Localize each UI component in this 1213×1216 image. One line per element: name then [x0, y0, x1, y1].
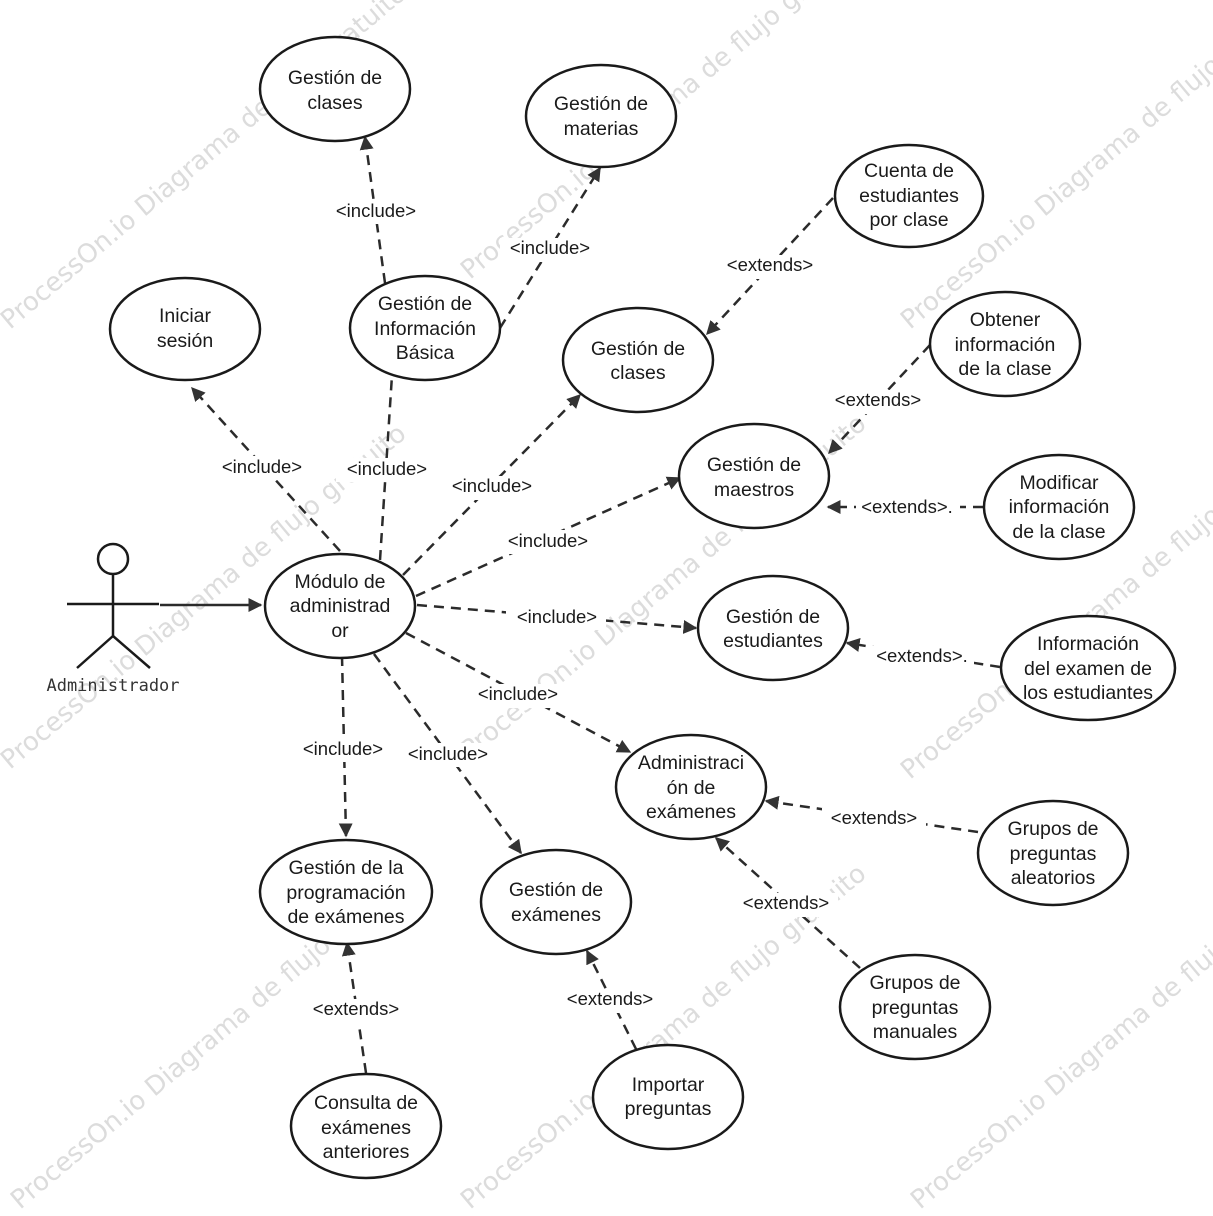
- use-case-line: Módulo de: [294, 571, 385, 593]
- use-case-gestion-informacion-basica[interactable]: Gestión de Información Básica: [348, 274, 502, 382]
- extends-label: <extends>.: [876, 645, 968, 666]
- actor-leg-left: [76, 635, 114, 669]
- use-case-gestion-materias[interactable]: Gestión de materias: [524, 63, 678, 169]
- include-label: <include>: [510, 237, 590, 258]
- extends-label: <extends>: [835, 389, 921, 410]
- use-case-line: Gestión de: [509, 879, 603, 901]
- use-case-iniciar-sesion[interactable]: Iniciar sesión: [108, 276, 262, 382]
- extends-line: [341, 941, 368, 1074]
- use-case-line: del examen de: [1024, 658, 1152, 680]
- use-case-line: Grupos de: [1007, 818, 1098, 840]
- use-case-gestion-maestros[interactable]: Gestión de maestros: [677, 422, 831, 530]
- use-case-line: clases: [610, 362, 666, 384]
- use-case-importar-preguntas[interactable]: Importar preguntas: [591, 1043, 745, 1151]
- use-case-modulo-administrador[interactable]: Módulo de administrad or: [263, 552, 417, 660]
- use-case-consulta-examenes[interactable]: Consulta de exámenes anteriores: [289, 1072, 443, 1180]
- use-case-programacion-examenes[interactable]: Gestión de la programación de exámenes: [258, 838, 434, 946]
- extends-label: <extends>: [567, 988, 653, 1009]
- use-case-line: Iniciar: [159, 305, 212, 327]
- include-label: <include>: [347, 458, 427, 479]
- use-case-line: clases: [307, 92, 363, 114]
- use-case-line: información: [955, 334, 1056, 356]
- use-case-grupos-manuales[interactable]: Grupos de preguntas manuales: [838, 953, 992, 1061]
- use-case-line: aleatorios: [1011, 867, 1096, 889]
- extends-label: <extends>: [313, 998, 399, 1019]
- use-case-line: manuales: [873, 1021, 958, 1043]
- use-case-line: Básica: [396, 342, 455, 364]
- use-case-gestion-estudiantes[interactable]: Gestión de estudiantes: [696, 574, 850, 682]
- relation-labels: <include> <include> <include> <include> …: [212, 200, 974, 1023]
- use-case-line: de exámenes: [287, 906, 404, 928]
- use-case-line: preguntas: [1010, 843, 1097, 865]
- use-case-line: sesión: [157, 330, 213, 352]
- use-case-gestion-clases-mid[interactable]: Gestión de clases: [561, 306, 715, 414]
- use-case-line: exámenes: [321, 1117, 411, 1139]
- use-case-line: anteriores: [323, 1141, 410, 1163]
- use-case-line: de la clase: [958, 358, 1051, 380]
- use-case-line: ón de: [667, 777, 716, 799]
- use-case-line: Información: [374, 318, 476, 340]
- actor-leg-right: [112, 635, 151, 669]
- use-case-administracion-examenes[interactable]: Administraci ón de exámenes: [614, 733, 768, 841]
- use-case-line: Gestión de: [591, 338, 685, 360]
- use-case-line: programación: [286, 882, 405, 904]
- use-case-gestion-examenes[interactable]: Gestión de exámenes: [479, 848, 633, 956]
- use-case-gestion-clases-top[interactable]: Gestión de clases: [258, 35, 412, 143]
- extends-line: [714, 837, 861, 969]
- actor-administrador[interactable]: [67, 542, 159, 669]
- extends-label: <extends>: [727, 254, 813, 275]
- use-case-line: Cuenta de: [864, 160, 954, 182]
- use-case-line: Importar: [632, 1074, 705, 1096]
- use-case-line: Gestión de: [378, 293, 472, 315]
- include-label: <include>: [303, 738, 383, 759]
- use-case-line: Información: [1037, 633, 1139, 655]
- use-case-line: Gestión de: [288, 67, 382, 89]
- use-case-line: Gestión de: [554, 93, 648, 115]
- actor-label: Administrador: [46, 676, 179, 696]
- extends-label: <extends>.: [861, 496, 953, 517]
- use-case-cuenta-estudiantes[interactable]: Cuenta de estudiantes por clase: [833, 143, 985, 249]
- use-case-informacion-examen[interactable]: Información del examen de los estudiante…: [999, 614, 1177, 722]
- use-case-line: exámenes: [511, 904, 601, 926]
- include-label: <include>: [336, 200, 416, 221]
- include-label: <include>: [508, 530, 588, 551]
- include-label: <include>: [478, 683, 558, 704]
- use-case-line: por clase: [869, 209, 948, 231]
- use-case-line: estudiantes: [859, 185, 959, 207]
- use-case-modificar-informacion[interactable]: Modificar información de la clase: [982, 453, 1136, 561]
- extends-label: <extends>: [831, 807, 917, 828]
- use-case-line: or: [331, 620, 349, 642]
- use-case-line: Modificar: [1019, 472, 1099, 494]
- use-case-line: materias: [564, 118, 639, 140]
- use-case-line: Gestión de la: [289, 857, 404, 879]
- use-cases: Módulo de administrad or Iniciar sesión …: [108, 35, 1177, 1180]
- extends-label: <extends>: [743, 892, 829, 913]
- include-label: <include>: [408, 743, 488, 764]
- actor-head: [96, 542, 130, 576]
- use-case-line: Gestión de: [726, 606, 820, 628]
- include-label: <include>: [517, 606, 597, 627]
- use-case-line: estudiantes: [723, 630, 823, 652]
- use-case-line: Grupos de: [869, 972, 960, 994]
- use-case-grupos-aleatorios[interactable]: Grupos de preguntas aleatorios: [976, 799, 1130, 907]
- use-case-line: Administraci: [638, 752, 744, 774]
- use-case-line: Consulta de: [314, 1092, 418, 1114]
- use-case-line: administrad: [290, 595, 391, 617]
- use-case-line: Obtener: [970, 309, 1041, 331]
- include-label: <include>: [222, 456, 302, 477]
- use-case-line: información: [1009, 496, 1110, 518]
- include-label: <include>: [452, 475, 532, 496]
- use-case-line: Gestión de: [707, 454, 801, 476]
- use-case-line: preguntas: [872, 997, 959, 1019]
- use-case-obtener-informacion[interactable]: Obtener información de la clase: [928, 290, 1082, 398]
- use-case-line: los estudiantes: [1023, 682, 1153, 704]
- use-case-line: de la clase: [1012, 521, 1105, 543]
- use-case-line: preguntas: [625, 1098, 712, 1120]
- use-case-line: exámenes: [646, 801, 736, 823]
- use-case-line: maestros: [714, 479, 794, 501]
